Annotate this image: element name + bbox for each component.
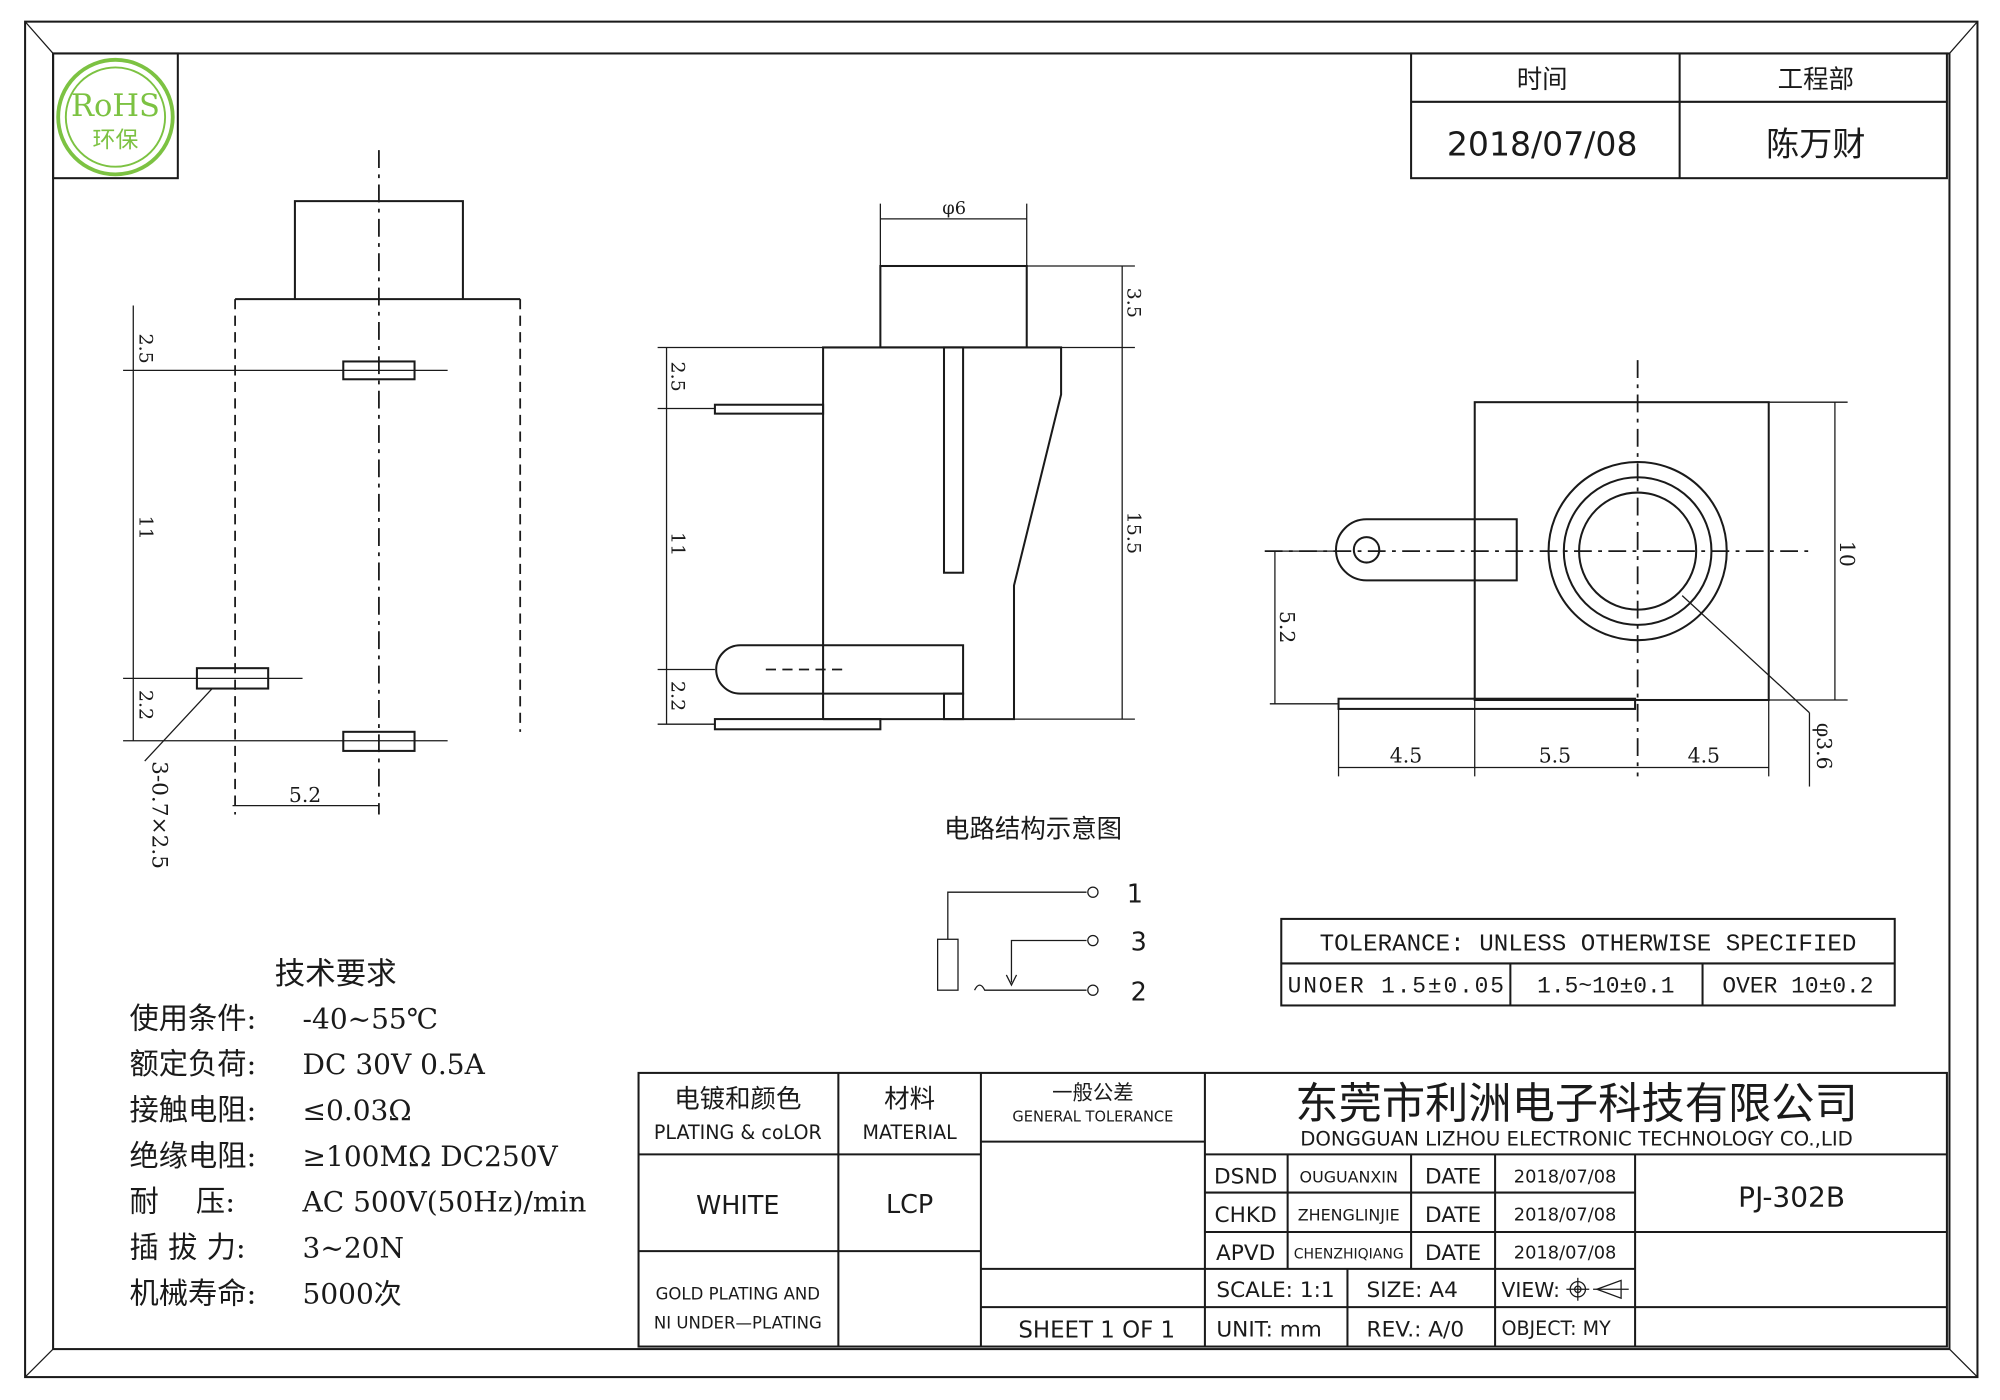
bottom-dim-center: 5.5 [1539,743,1571,767]
bottom-dim-left: 4.5 [1390,743,1422,767]
circuit-diagram: 电路结构示意图 1 3 2 [936,814,1147,1007]
side-dim-top: 2.5 [667,361,690,391]
side-dim-mid: 11 [667,532,690,556]
date-label: DATE [1425,1241,1481,1266]
pin-note: 3-0.7×2.5 [146,761,171,869]
designer-name: OUGUANXIN [1300,1167,1398,1186]
company-name-en: DONGGUAN LIZHOU ELECTRONIC TECHNOLOGY CO… [1300,1127,1853,1150]
object-value: OBJECT: MY [1501,1317,1611,1340]
spec-label: 额定负荷: [129,1047,256,1081]
front-dim-top: 2.5 [135,333,158,363]
time-header: 时间 [1517,65,1568,95]
material-value: LCP [886,1190,933,1220]
designed-label: DSND [1214,1165,1277,1190]
side-dim-height: 15.5 [1122,512,1145,554]
plating-value-line2: NI UNDER—PLATING [654,1314,822,1333]
part-number: PJ-302B [1738,1181,1845,1214]
rohs-logo: RoHS 环保 [52,52,179,180]
company-name-cn: 东莞市利洲电子科技有限公司 [1295,1080,1857,1130]
technical-requirements: 技术要求 使用条件: -40~55℃ 额定负荷: DC 30V 0.5A 接触电… [129,957,586,1310]
plating-value-line1: GOLD PLATING AND [656,1284,820,1303]
tolerance-under: UNOER 1.5±0.05 [1288,974,1504,1000]
material-header-en: MATERIAL [862,1121,957,1144]
material-header-cn: 材料 [884,1084,935,1114]
circuit-pin-2: 2 [1131,977,1147,1007]
approval-date: 2018/07/08 [1447,124,1638,163]
view-label: VIEW: [1501,1278,1560,1302]
design-date: 2018/07/08 [1514,1166,1617,1187]
spec-value: DC 30V 0.5A [303,1048,486,1081]
front-dim-width: 5.2 [289,783,321,807]
scale-value: SCALE: 1:1 [1216,1278,1334,1303]
checker-name: ZHENGLINJIE [1298,1206,1400,1225]
color-value: WHITE [696,1191,779,1221]
spec-value: ≥100MΩ DC250V [303,1140,559,1173]
circuit-title: 电路结构示意图 [944,814,1122,844]
spec-value: 3~20N [303,1231,404,1264]
title-block: 电镀和颜色 PLATING & coLOR 材料 MATERIAL WHITE … [637,1071,1948,1348]
bottom-dim-hole: φ3.6 [1812,723,1836,770]
front-dim-mid: 11 [135,515,158,539]
spec-label: 耐 压: [129,1185,235,1219]
specs-title: 技术要求 [275,957,397,992]
general-tolerance-cn: 一般公差 [1052,1081,1133,1105]
bottom-view: 10 5.2 4.5 5.5 4.5 φ3.6 [1264,360,1859,787]
date-label: DATE [1425,1203,1481,1228]
projection-symbol-icon [1566,1277,1629,1301]
approval-table: 时间 工程部 2018/07/08 陈万财 [1410,52,1948,180]
check-date: 2018/07/08 [1514,1205,1617,1226]
spec-label: 机械寿命: [129,1276,256,1310]
approved-label: APVD [1216,1241,1275,1266]
side-dim-bottom: 2.2 [667,681,690,711]
engineering-header: 工程部 [1778,65,1854,95]
spec-value: -40~55℃ [303,1002,439,1035]
side-view: φ6 3.5 15.5 2.5 11 2.2 [657,198,1145,731]
rohs-text: RoHS [71,89,160,124]
plating-header-en: PLATING & coLOR [654,1121,822,1144]
size-value: SIZE: A4 [1367,1278,1458,1303]
circuit-pin-3: 3 [1131,928,1147,958]
bottom-dim-offset: 5.2 [1275,611,1299,643]
bottom-dim-right: 4.5 [1688,743,1720,767]
spec-value: 5000次 [303,1277,402,1310]
revision-value: REV.: A/0 [1367,1317,1465,1342]
side-dim-cap: 3.5 [1122,288,1145,318]
checked-label: CHKD [1215,1203,1277,1228]
sheet-number: SHEET 1 OF 1 [1018,1318,1175,1344]
front-view: 2.5 11 2.2 5.2 3-0.7×2.5 [123,150,522,869]
sheet-frame [24,20,1979,1379]
approver-name: CHENZHIQIANG [1294,1247,1404,1263]
tolerance-over: OVER 10±0.2 [1722,974,1873,1000]
spec-label: 接触电阻: [129,1093,256,1127]
approve-date: 2018/07/08 [1514,1243,1617,1264]
spec-value: AC 500V(50Hz)/min [302,1186,587,1219]
approver-name: 陈万财 [1766,124,1865,163]
front-dim-bottom: 2.2 [135,690,158,720]
plating-header-cn: 电镀和颜色 [674,1084,801,1114]
rohs-subtext: 环保 [93,128,139,154]
side-dim-diameter: φ6 [942,198,966,219]
tolerance-mid: 1.5~10±0.1 [1537,974,1674,1000]
spec-label: 绝缘电阻: [129,1139,256,1173]
unit-value: UNIT: mm [1216,1317,1322,1342]
circuit-pin-1: 1 [1127,879,1143,909]
spec-value: ≤0.03Ω [303,1094,412,1127]
tolerance-table: TOLERANCE: UNLESS OTHERWISE SPECIFIED UN… [1280,917,1896,1007]
general-tolerance-en: GENERAL TOLERANCE [1012,1108,1173,1125]
spec-label: 插 拔 力: [129,1230,245,1264]
bottom-dim-height: 10 [1835,541,1859,567]
spec-label: 使用条件: [129,1001,256,1035]
date-label: DATE [1425,1165,1481,1190]
tolerance-header: TOLERANCE: UNLESS OTHERWISE SPECIFIED [1320,932,1857,959]
